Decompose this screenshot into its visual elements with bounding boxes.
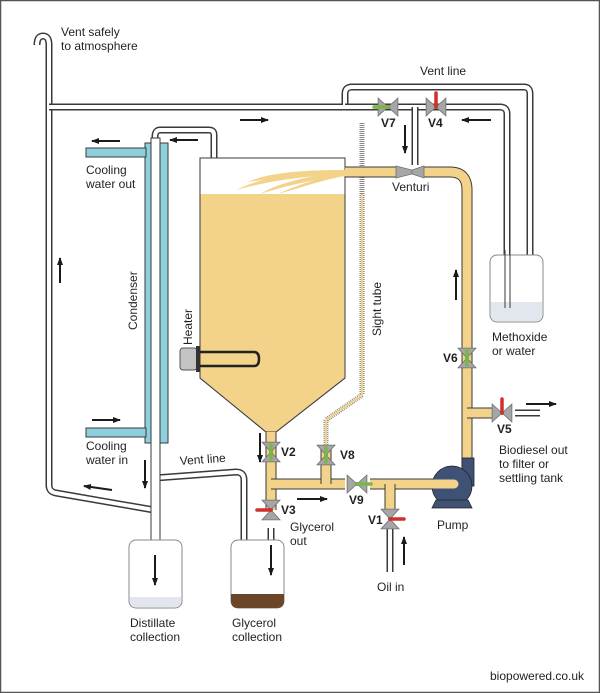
- methoxide-label-2: or water: [492, 344, 535, 358]
- distillate-label-2: collection: [130, 630, 180, 644]
- valve-v3[interactable]: V3: [255, 499, 296, 521]
- valve-v8[interactable]: V8: [316, 444, 355, 466]
- valve-label: V3: [281, 503, 296, 517]
- sight-tube: [323, 123, 365, 448]
- condenser: [85, 137, 169, 589]
- cooling-water-in-label-1: Cooling: [86, 439, 127, 453]
- methoxide-label-1: Methoxide: [492, 330, 548, 344]
- reactor-vessel: [199, 157, 346, 433]
- arrow-left-icon: [83, 484, 113, 491]
- valve-label: V2: [281, 445, 296, 459]
- valve-v9[interactable]: V9: [346, 474, 373, 507]
- distillate-label-1: Distillate: [130, 616, 176, 630]
- cooling-water-in-label-2: water in: [85, 453, 128, 467]
- glycerol-out-label-1: Glycerol: [290, 520, 334, 534]
- methoxide-container: [489, 250, 544, 323]
- glycerol-out-label-2: out: [290, 534, 307, 548]
- heater: [179, 346, 261, 372]
- pump-label: Pump: [437, 518, 469, 532]
- heater-label: Heater: [181, 309, 195, 345]
- glycerol-collection-label-2: collection: [232, 630, 282, 644]
- glycerol-collection-label-1: Glycerol: [232, 616, 276, 630]
- valve-label: V6: [443, 351, 458, 365]
- oil-in-label: Oil in: [377, 580, 404, 594]
- venturi: [395, 165, 425, 179]
- valve-v4[interactable]: V4: [425, 91, 447, 130]
- valve-v7[interactable]: V7: [372, 97, 399, 130]
- valve-v2[interactable]: V2: [261, 441, 296, 463]
- sight-tube-label: Sight tube: [370, 282, 384, 336]
- biodiesel-out-label-3: settling tank: [499, 471, 564, 485]
- valve-v1[interactable]: V1: [368, 508, 406, 530]
- valve-label: V4: [428, 116, 443, 130]
- valve-v6[interactable]: V6: [443, 347, 477, 369]
- valve-label: V7: [381, 116, 396, 130]
- valve-label: V5: [497, 422, 512, 436]
- vent-safely-label-1: Vent safely: [61, 25, 120, 39]
- vent-line-top-label: Vent line: [420, 64, 466, 78]
- cooling-water-out-label-2: water out: [85, 177, 136, 191]
- valve-label: V1: [368, 513, 383, 527]
- pump: [425, 457, 475, 509]
- valve-label: V9: [349, 493, 364, 507]
- condenser-label: Condenser: [126, 271, 140, 330]
- vent-line-bottom-label: Vent line: [179, 451, 226, 468]
- labels: Vent safely to atmosphere Vent line Cool…: [61, 25, 585, 683]
- biodiesel-out-label-1: Biodiesel out: [499, 443, 568, 457]
- biodiesel-out-label-2: to filter or: [499, 457, 549, 471]
- credit-label: biopowered.co.uk: [490, 669, 585, 683]
- flow-arrows: [57, 117, 557, 586]
- venturi-label: Venturi: [392, 180, 429, 194]
- vent-safely-label-2: to atmosphere: [61, 39, 138, 53]
- glycerol-container: [230, 539, 285, 609]
- cooling-water-out-label-1: Cooling: [86, 163, 127, 177]
- valve-v5[interactable]: V5: [491, 397, 513, 436]
- valve-label: V8: [340, 448, 355, 462]
